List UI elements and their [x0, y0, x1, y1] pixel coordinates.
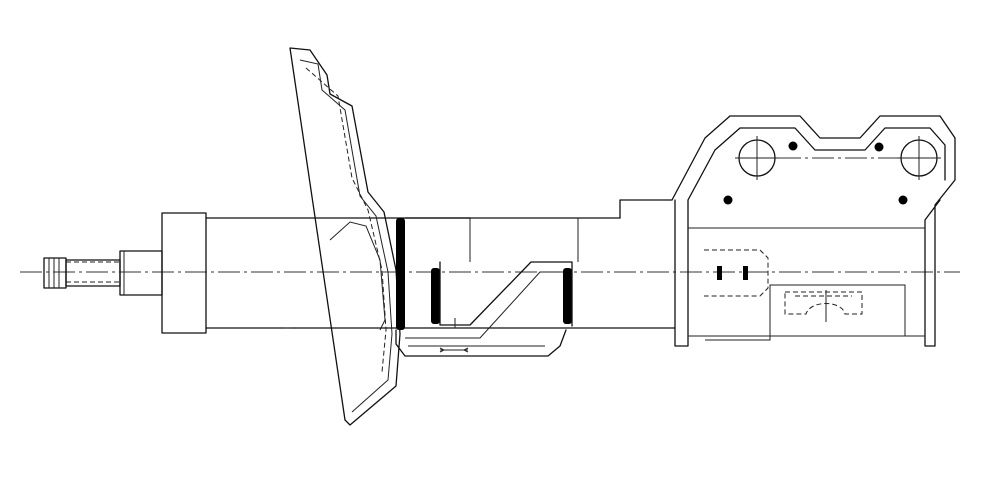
rod-threaded-end [43, 257, 121, 289]
sensor-clip [704, 249, 769, 297]
top-cap [161, 212, 207, 334]
spring-seat-plate [289, 47, 401, 426]
lower-spring-bracket [395, 217, 573, 357]
piston-rod [119, 250, 163, 296]
bushing-rings [396, 218, 572, 330]
lower-pocket [784, 290, 863, 322]
knuckle-bracket [619, 115, 956, 347]
mounting-holes [723, 136, 941, 205]
